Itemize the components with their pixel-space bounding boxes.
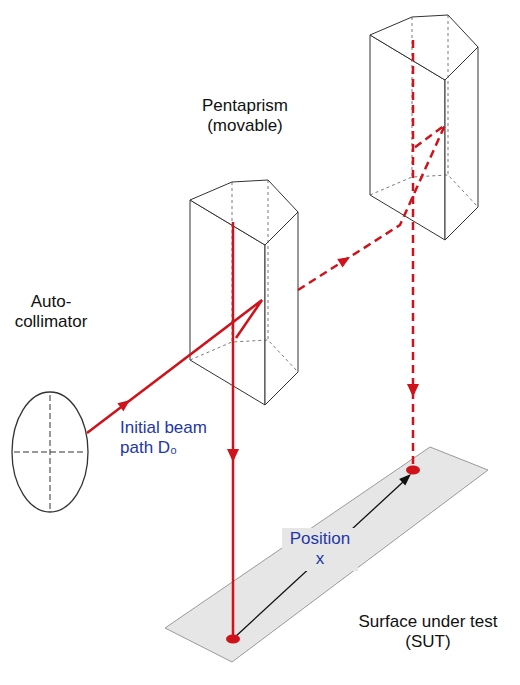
- hidden-edges: [370, 15, 478, 207]
- beam-arrow: [407, 384, 419, 397]
- beam-path: [412, 40, 415, 466]
- part-label: Auto- collimator: [3, 292, 99, 333]
- beam-path: [87, 300, 262, 433]
- beam-label: Initial beam path D₀: [120, 418, 210, 459]
- part-label: Pentaprism (movable): [189, 96, 301, 137]
- beam-arrow: [117, 400, 130, 411]
- position-arrowhead: [399, 474, 411, 486]
- beam-spot: [406, 466, 420, 475]
- beam-path: [232, 222, 235, 636]
- pentaprism: [190, 180, 298, 405]
- crosshair: [50, 395, 51, 509]
- part-label: Surface under test (SUT): [344, 612, 512, 653]
- beam-path: [298, 125, 445, 290]
- pentaprism-moved: [370, 15, 478, 240]
- prism-face: [445, 47, 478, 240]
- beam-moved: [298, 40, 445, 466]
- prism-top: [370, 15, 478, 80]
- autocollimator: [12, 392, 88, 512]
- position-label: Position x: [282, 528, 358, 571]
- beam-arrow: [337, 257, 350, 268]
- prism-top: [190, 180, 298, 245]
- prism-face: [265, 212, 298, 405]
- beam-arrow: [227, 449, 239, 462]
- autocollimator-body: [12, 392, 88, 512]
- beam: [87, 222, 262, 636]
- beam-spot: [226, 635, 240, 644]
